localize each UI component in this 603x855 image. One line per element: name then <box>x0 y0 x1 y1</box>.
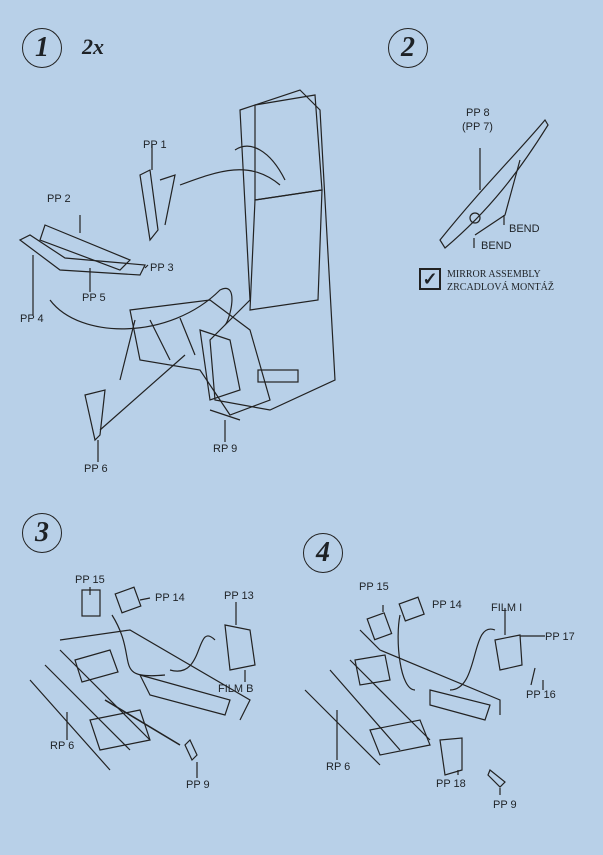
label-pp6: PP 6 <box>84 463 108 475</box>
label-rp9: RP 9 <box>213 443 238 455</box>
label-film-b: FILM B <box>218 683 254 695</box>
label-rp6: RP 6 <box>50 740 75 752</box>
checkbox-check-icon: ✓ <box>419 268 441 290</box>
label-pp15: PP 15 <box>359 581 389 593</box>
label-pp8: PP 8 <box>466 107 490 119</box>
label-pp3: PP 3 <box>150 262 174 274</box>
label-pp9: PP 9 <box>493 799 517 811</box>
label-pp5: PP 5 <box>82 292 106 304</box>
label-pp9: PP 9 <box>186 779 210 791</box>
label-bend-2: BEND <box>481 240 512 252</box>
label-pp13: PP 13 <box>224 590 254 602</box>
label-pp14: PP 14 <box>155 592 185 604</box>
step-2-badge: 2 <box>388 28 428 68</box>
label-pp16: PP 16 <box>526 689 556 701</box>
step-1-multiplier: 2x <box>82 34 104 59</box>
label-film-i: FILM I <box>491 602 523 614</box>
label-bend-1: BEND <box>509 223 540 235</box>
label-pp14: PP 14 <box>432 599 462 611</box>
label-pp18: PP 18 <box>436 778 466 790</box>
step-1-badge: 1 <box>22 28 62 68</box>
cockpit-drawing-4 <box>304 596 545 795</box>
step-3-badge: 3 <box>22 513 62 553</box>
label-pp7: (PP 7) <box>462 121 493 133</box>
label-pp4: PP 4 <box>20 313 44 325</box>
step-4-badge: 4 <box>303 533 343 573</box>
note-line-en: MIRROR ASSEMBLY <box>447 269 541 280</box>
mirror-assembly-note: MIRROR ASSEMBLY ZRCADLOVÁ MONTÁŽ <box>447 268 554 294</box>
label-pp1: PP 1 <box>143 139 167 151</box>
label-pp15: PP 15 <box>75 574 105 586</box>
ejection-seat-drawing <box>18 89 336 462</box>
label-pp17: PP 17 <box>545 631 575 643</box>
label-pp2: PP 2 <box>47 193 71 205</box>
label-rp6: RP 6 <box>326 761 351 773</box>
note-line-cz: ZRCADLOVÁ MONTÁŽ <box>447 282 554 293</box>
cockpit-drawing-3 <box>29 586 256 778</box>
mirror-drawing <box>439 118 549 249</box>
